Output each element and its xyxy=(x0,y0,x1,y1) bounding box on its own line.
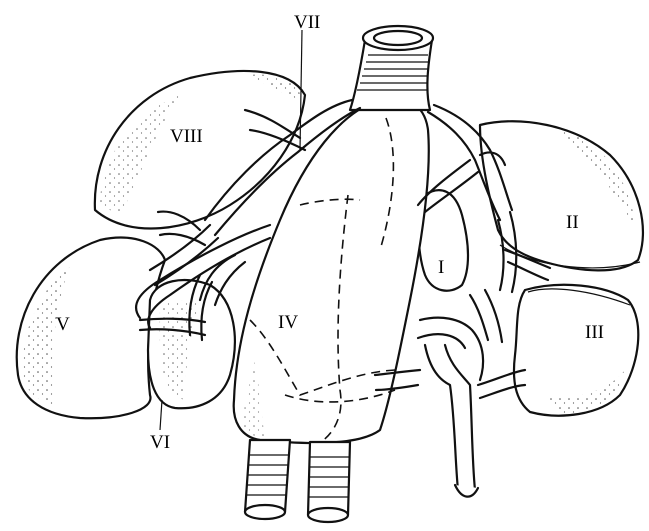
segment-ii-lobe xyxy=(480,121,643,270)
label-segment-viii: VIII xyxy=(170,126,203,147)
label-segment-iii: III xyxy=(585,322,604,343)
label-segment-ii: II xyxy=(566,212,579,233)
segment-viii-lobe xyxy=(95,71,305,229)
segment-v-lobe xyxy=(17,238,165,419)
inferior-vena-cava xyxy=(350,26,433,110)
label-segment-i: I xyxy=(438,257,444,278)
segment-iii-lobe xyxy=(514,285,638,416)
label-segment-iv: IV xyxy=(278,312,298,333)
leader-vi xyxy=(160,400,162,430)
label-segment-vi: VI xyxy=(150,432,170,453)
label-segment-vii: VII xyxy=(294,12,320,33)
label-segment-v: V xyxy=(56,314,70,335)
lower-vessels xyxy=(245,440,350,522)
